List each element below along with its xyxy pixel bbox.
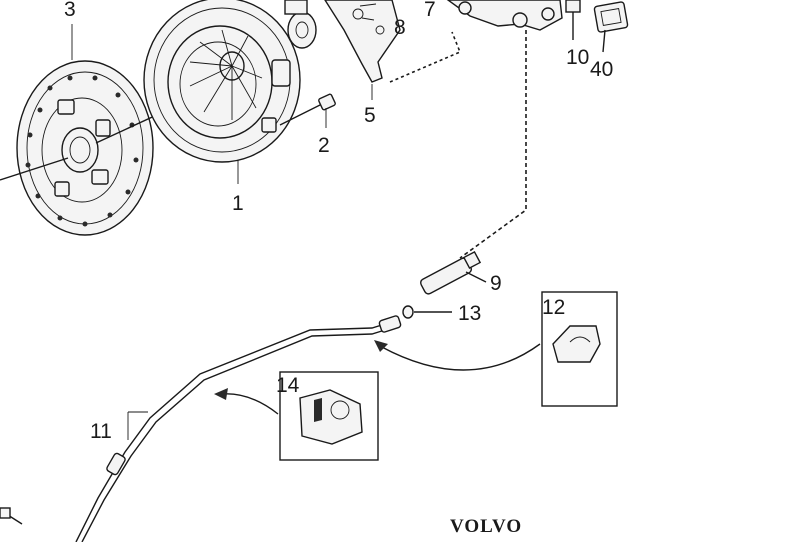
hydraulic-pipe bbox=[0, 315, 402, 543]
label-part-8: 8 bbox=[394, 16, 406, 39]
release-bearing bbox=[284, 0, 317, 49]
label-part-3: 3 bbox=[64, 0, 76, 21]
label-part-2: 2 bbox=[318, 134, 330, 157]
slave-cylinder bbox=[419, 250, 487, 295]
label-part-1: 1 bbox=[232, 192, 244, 215]
pressure-plate bbox=[143, 0, 301, 163]
connector-bracket bbox=[593, 1, 629, 53]
inset-grommet bbox=[541, 291, 618, 407]
label-part-7: 7 bbox=[424, 0, 436, 21]
label-part-5: 5 bbox=[364, 104, 376, 127]
bolt bbox=[279, 93, 336, 126]
bleed-nipple bbox=[565, 0, 581, 40]
label-part-12: 12 bbox=[542, 296, 565, 319]
label-part-13: 13 bbox=[458, 302, 481, 325]
input-shaft-line bbox=[0, 157, 69, 181]
label-part-10: 10 bbox=[566, 46, 589, 69]
inset-clip bbox=[279, 371, 379, 461]
release-fork bbox=[324, 0, 401, 83]
brand-wordmark: VOLVO bbox=[450, 516, 522, 537]
leader-lines bbox=[71, 24, 608, 440]
washer bbox=[402, 305, 452, 319]
clutch-disc bbox=[16, 60, 154, 236]
label-part-14: 14 bbox=[276, 374, 300, 397]
label-part-11: 11 bbox=[90, 420, 112, 443]
clutch-housing bbox=[446, 0, 563, 31]
label-part-40: 40 bbox=[590, 58, 613, 81]
label-part-9: 9 bbox=[490, 272, 502, 295]
